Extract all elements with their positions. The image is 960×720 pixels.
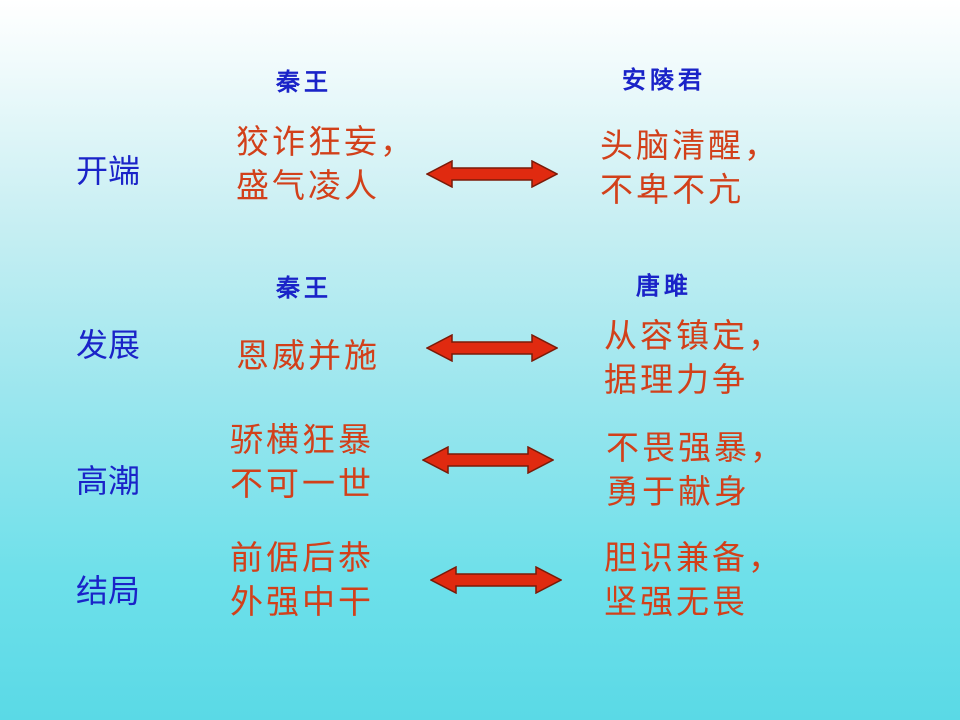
right-header-2: 唐雎	[636, 272, 692, 300]
left-line: 盛气凌人	[236, 166, 380, 205]
double-headed-arrow-icon	[426, 160, 558, 188]
left-description-2: 恩威并施	[236, 334, 380, 378]
right-line: 从容镇定，	[604, 316, 784, 355]
right-line: 不卑不亢	[600, 170, 744, 209]
right-line: 胆识兼备，	[604, 538, 784, 577]
left-line: 不可一世	[230, 464, 374, 503]
right-line: 坚强无畏	[604, 582, 748, 621]
phase-label-2: 发展	[76, 326, 141, 364]
left-description-4: 前倨后恭 外强中干	[230, 536, 374, 624]
double-headed-arrow-icon	[422, 446, 554, 474]
right-description-2: 从容镇定， 据理力争	[604, 314, 784, 402]
left-line: 外强中干	[230, 582, 374, 621]
left-description-3: 骄横狂暴 不可一世	[230, 418, 374, 506]
left-description-1: 狡诈狂妄， 盛气凌人	[236, 120, 416, 208]
double-headed-arrow-icon	[430, 566, 562, 594]
right-header-1: 安陵君	[622, 66, 706, 94]
left-line: 狡诈狂妄，	[236, 122, 416, 161]
right-line: 不畏强暴，	[606, 428, 786, 467]
right-line: 头脑清醒，	[600, 126, 780, 165]
left-header-1: 秦王	[276, 68, 332, 96]
right-description-1: 头脑清醒， 不卑不亢	[600, 124, 780, 212]
left-line: 骄横狂暴	[230, 420, 374, 459]
phase-label-1: 开端	[76, 152, 141, 190]
left-header-2: 秦王	[276, 274, 332, 302]
right-description-4: 胆识兼备， 坚强无畏	[604, 536, 784, 624]
right-line: 据理力争	[604, 360, 748, 399]
right-description-3: 不畏强暴， 勇于献身	[606, 426, 786, 514]
double-headed-arrow-icon	[426, 334, 558, 362]
right-line: 勇于献身	[606, 472, 750, 511]
phase-label-3: 高潮	[76, 462, 141, 500]
left-line: 恩威并施	[236, 336, 380, 375]
left-line: 前倨后恭	[230, 538, 374, 577]
phase-label-4: 结局	[76, 572, 141, 610]
